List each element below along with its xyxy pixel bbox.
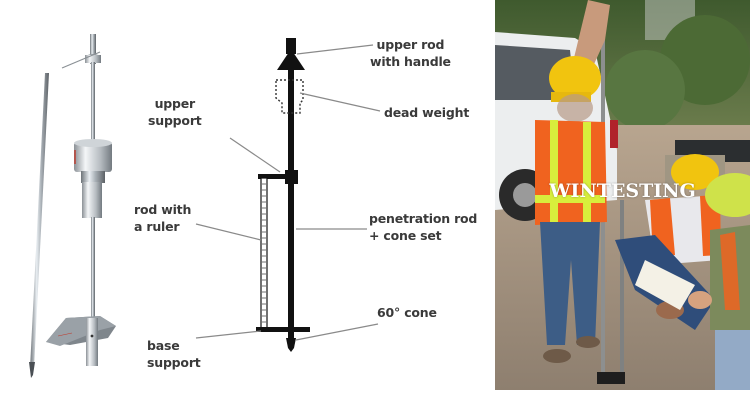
- leader-lines: [195, 44, 381, 341]
- label-upper-rod-with-handle: upper rod with handle: [370, 37, 451, 69]
- penetrometer-schematic: upper rod with handle dead weight upper …: [130, 0, 495, 400]
- schematic-graphic: [195, 38, 381, 352]
- worker-standing: [535, 0, 610, 363]
- label-upper-support: upper support: [148, 96, 202, 128]
- watermark-text: WINTESTING: [549, 180, 696, 202]
- label-penetration-rod: penetration rod + cone set: [369, 211, 478, 243]
- worker-notebook: [635, 173, 750, 390]
- penetration-rod-shape: [288, 38, 294, 338]
- cone-shape: [286, 338, 296, 352]
- field-test-photo: WINTESTING: [495, 0, 750, 390]
- field-photo-scene: [495, 0, 750, 390]
- dead-weight-outline: [275, 79, 304, 114]
- label-base-support: base support: [147, 338, 201, 370]
- handle-shape: [277, 52, 305, 70]
- ruler-rod-shape: [260, 177, 268, 329]
- label-60-degree-cone: 60° cone: [377, 305, 437, 320]
- penetrometer-render: [0, 0, 135, 400]
- main-assembly: [46, 34, 116, 366]
- base-support-shape: [256, 327, 310, 332]
- penetrometer-render-graphic: [29, 34, 116, 378]
- extension-rod: [29, 73, 49, 378]
- notebook: [635, 260, 695, 310]
- label-dead-weight: dead weight: [384, 105, 470, 120]
- label-rod-with-ruler: rod with a ruler: [134, 202, 192, 234]
